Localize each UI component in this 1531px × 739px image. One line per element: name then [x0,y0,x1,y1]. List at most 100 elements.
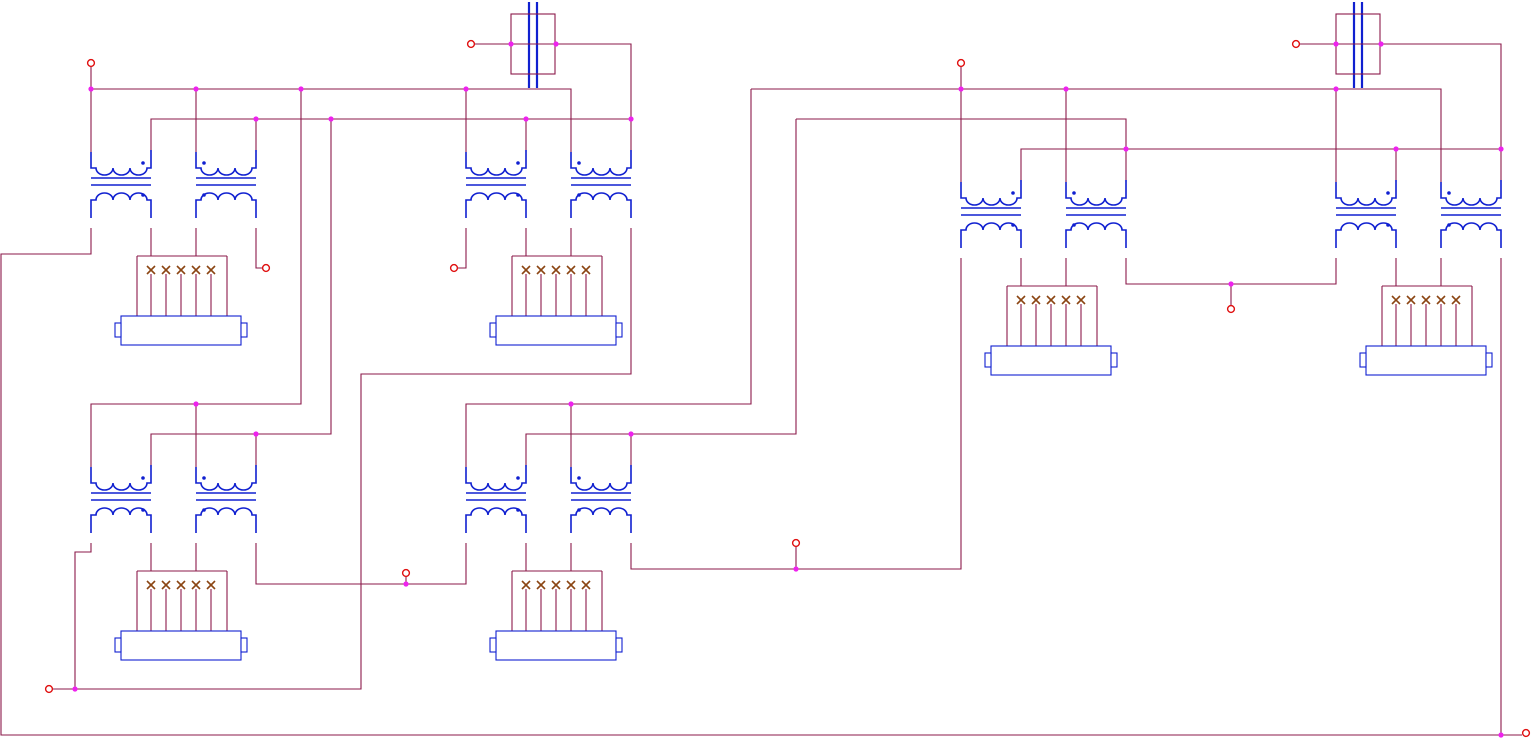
capacitor-symbol [1336,2,1380,88]
wire [256,228,262,268]
lamp-fixture [496,631,616,660]
junction-dot [508,41,513,46]
transformer-symbol [466,465,526,533]
lamp-bank-symbol [490,571,622,660]
transformer-symbol [571,465,631,533]
junction-dot [403,581,408,586]
lamp-end-cap [115,323,121,337]
junction-dot [958,86,963,91]
secondary-winding [571,193,631,218]
lamp-end-cap [115,638,121,652]
capacitor-symbol [511,2,555,88]
wire [151,119,631,152]
node-layer [46,41,1530,738]
polarity-dot [577,161,581,165]
terminal [958,60,965,67]
junction-dot [628,431,633,436]
polarity-dot [577,193,581,197]
terminal [1293,41,1300,48]
terminal [263,265,270,272]
wire [571,228,602,256]
junction-dot [253,431,258,436]
wire [1382,258,1396,286]
wire [137,543,151,571]
junction-dot [568,401,573,406]
lamp-bank-symbol [490,256,622,345]
lamp-fixture [121,316,241,345]
lamp-end-cap [241,323,247,337]
polarity-dot [1447,223,1451,227]
polarity-dot [141,161,145,165]
terminal [1228,306,1235,313]
lamp-fixture [991,346,1111,375]
wire [75,228,631,689]
junction-dot [1333,86,1338,91]
wire [137,228,151,256]
transformer-symbol [1336,180,1396,248]
wire [526,119,796,467]
polarity-dot [577,476,581,480]
secondary-winding [196,193,256,218]
secondary-winding [466,508,526,533]
wire [512,543,526,571]
wire [196,228,227,256]
polarity-dot [1011,191,1015,195]
lamp-bank-symbol [115,256,247,345]
junction-dot [1333,41,1338,46]
junction-dot [553,41,558,46]
transformer-symbol [196,150,256,218]
wire [1126,258,1336,284]
secondary-winding [196,508,256,533]
lamp-end-cap [241,638,247,652]
polarity-dot [516,476,520,480]
terminal [793,540,800,547]
lamp-bank-symbol [1360,286,1492,375]
secondary-winding [91,508,151,533]
lamp-fixture [1366,346,1486,375]
transformer-symbol [1066,180,1126,248]
wire [571,543,602,571]
polarity-dot [1011,223,1015,227]
wire [556,44,631,119]
secondary-winding [1066,223,1126,248]
polarity-dot [202,161,206,165]
lamp-end-cap [616,638,622,652]
junction-dot [298,86,303,91]
lamp-end-cap [1111,353,1117,367]
transformer-symbol [1441,180,1501,248]
transformer-symbol [571,150,631,218]
lamp-end-cap [490,638,496,652]
polarity-dot [141,193,145,197]
wire [151,119,331,467]
lamp-end-cap [1486,353,1492,367]
wire [1007,258,1021,286]
junction-dot [193,401,198,406]
wire [1021,149,1501,182]
junction-dot [1378,41,1383,46]
polarity-dot [516,193,520,197]
junction-dot [523,116,528,121]
transformer-symbol [196,465,256,533]
terminal [46,686,53,693]
secondary-winding [961,223,1021,248]
lamp-end-cap [1360,353,1366,367]
secondary-winding [91,193,151,218]
junction-dot [1498,146,1503,151]
junction-dot [193,86,198,91]
secondary-winding [466,193,526,218]
polarity-dot [141,476,145,480]
terminal [403,570,410,577]
junction-dot [1063,86,1068,91]
junction-dot [253,116,258,121]
junction-dot [1228,281,1233,286]
wire [196,543,227,571]
terminal [1523,730,1530,737]
junction-dot [463,86,468,91]
wire [53,543,91,689]
polarity-dot [1072,223,1076,227]
junction-dot [1498,732,1503,737]
polarity-dot [1072,191,1076,195]
polarity-dot [1386,191,1390,195]
junction-dot [88,86,93,91]
